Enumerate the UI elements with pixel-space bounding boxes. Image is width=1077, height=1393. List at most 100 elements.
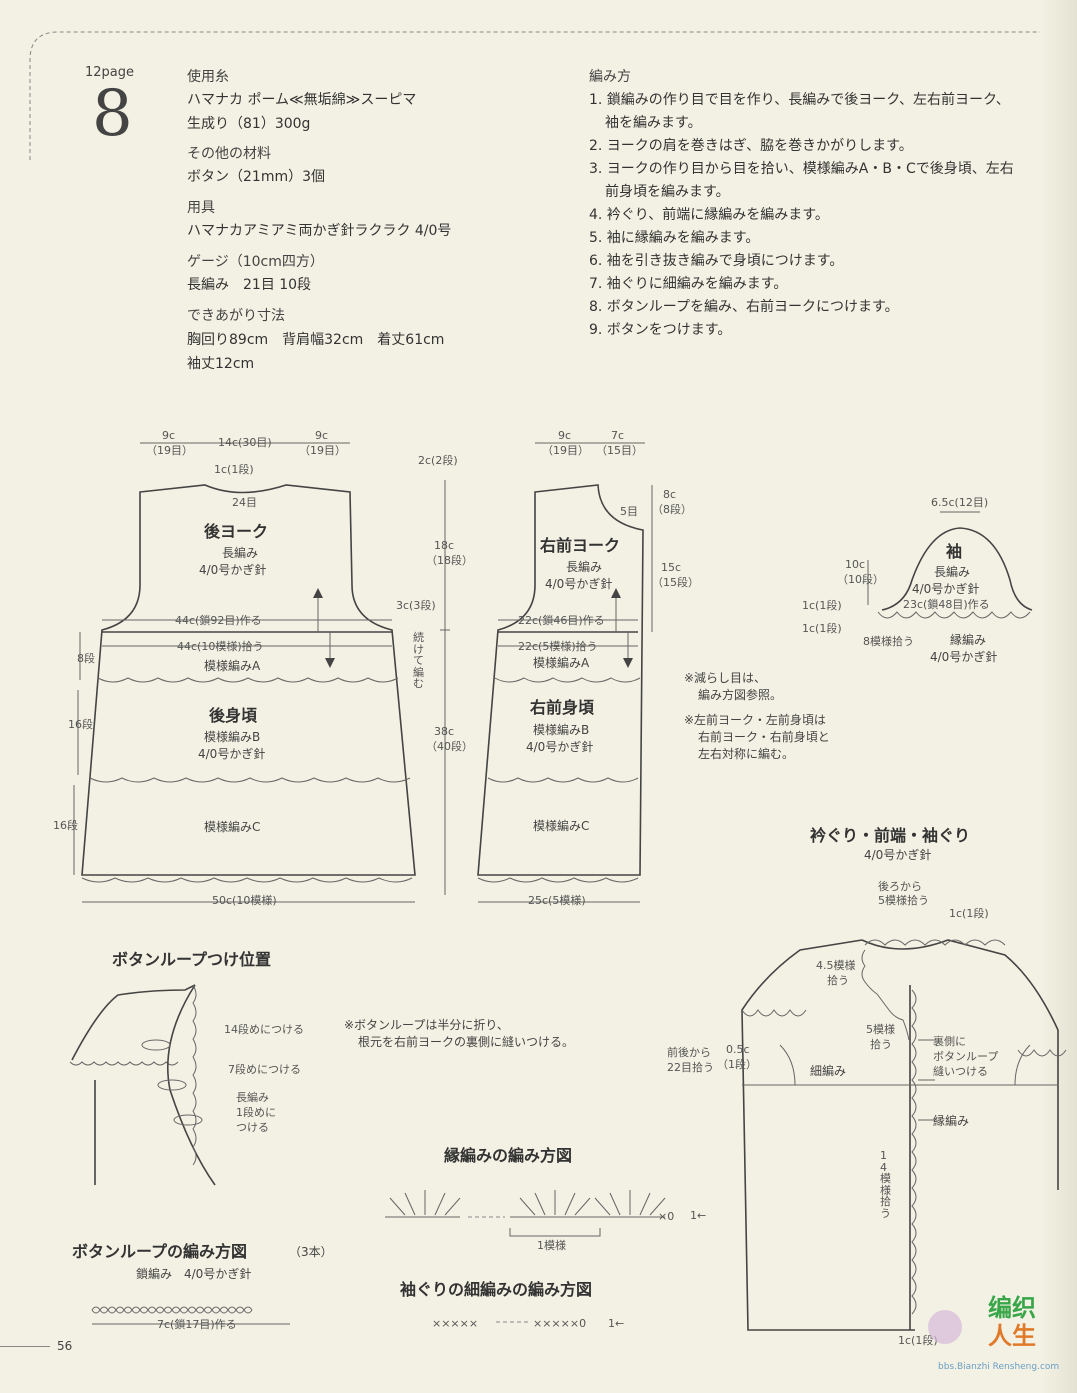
armhole-chart-title: 袖ぐりの細編みの編み方図 — [400, 1280, 593, 1299]
note-line: 裏側に — [933, 1035, 966, 1048]
note-line: 拾う — [870, 1038, 892, 1051]
watermark-line-2: 人生 — [988, 1322, 1036, 1350]
row-label: 1← — [690, 1209, 707, 1222]
back-piece-outline — [73, 442, 416, 903]
dim-label: 0.5c — [726, 1043, 750, 1056]
dim-label: （10段） — [837, 573, 884, 586]
dim-label: 10c — [845, 558, 866, 571]
gauge-heading: ゲージ（10cm四方） — [187, 254, 324, 270]
dim-label: 9c — [558, 429, 572, 442]
dim-label: 9c — [315, 429, 329, 442]
note-line: ※減らし目は、 — [684, 671, 767, 685]
footer-rule — [0, 1346, 50, 1347]
edge-chart-title: 縁編みの編み方図 — [444, 1146, 573, 1165]
hook-label: 4/0号かぎ針 — [912, 582, 980, 596]
page-spine-shadow — [1041, 0, 1077, 1393]
yarn-line-2: 生成り（81）300g — [187, 116, 311, 132]
dim-label: （8段） — [652, 503, 692, 516]
note-line: 7段めにつける — [228, 1063, 301, 1076]
dim-label: 24目 — [232, 496, 257, 509]
dim-label: 8c — [663, 488, 677, 501]
hook-label: 4/0号かぎ針 — [198, 747, 266, 761]
dim-label: 1c(1段) — [949, 907, 989, 920]
hook-label: 4/0号かぎ針 — [199, 563, 267, 577]
stitch-label: 細編み — [810, 1064, 847, 1078]
step-1b: 袖を編みます。 — [605, 115, 702, 131]
step-5: 5. 袖に縁編みを編みます。 — [589, 230, 760, 246]
back-body-title: 後身頃 — [209, 706, 258, 725]
page-number: 56 — [57, 1339, 73, 1353]
pattern-label: 模様編みB — [204, 730, 261, 744]
step-6: 6. 袖を引き抜き編みで身頃につけます。 — [589, 253, 844, 269]
loop-chart-title: ボタンループの編み方図 — [72, 1242, 248, 1261]
edge-label: 縁編み — [933, 1114, 970, 1128]
stitch-label: 長編み — [566, 560, 603, 574]
note-line: 右前ヨーク・右前身頃と — [698, 730, 830, 744]
watermark-url: bbs.Bianzhi Rensheng.com — [938, 1362, 1060, 1372]
row-label: 16段 — [53, 819, 78, 832]
size-heading: できあがり寸法 — [187, 308, 285, 324]
note-line: 14模様拾う — [880, 1149, 891, 1220]
dim-label: （15段） — [652, 576, 699, 589]
note-line: 5模様拾う — [878, 894, 929, 907]
pattern-label: 模様編みA — [533, 656, 590, 670]
dim-label: 1c(1段) — [214, 463, 254, 476]
stitch-symbol: ×0 — [658, 1210, 675, 1223]
dim-label: 1c(1段) — [802, 599, 842, 612]
dim-label: （1段） — [717, 1058, 757, 1071]
dim-label: 44c(10模様)拾う — [177, 640, 264, 653]
front-body-title: 右前身頃 — [530, 698, 595, 717]
size-line-2: 袖丈12cm — [187, 356, 255, 372]
step-3a: 3. ヨークの作り目から目を拾い、模様編みA・B・Cで後身頃、左右 — [589, 161, 1014, 177]
dim-label: （18段） — [426, 554, 473, 567]
pattern-number: 8 — [92, 77, 133, 151]
stitch-label: 長編み — [222, 546, 259, 560]
yarn-ball-icon — [928, 1310, 962, 1344]
stitch-label: 長編み — [934, 565, 971, 579]
dim-label: 2c(2段) — [418, 454, 458, 467]
note-line: ※左前ヨーク・左前身頃は — [684, 713, 826, 727]
edge-label: 縁編み — [950, 633, 987, 647]
dim-label: （19目） — [146, 444, 193, 457]
dim-label: 50c(10模様) — [212, 894, 277, 907]
dim-label: 3c(3段) — [396, 599, 436, 612]
stitch-label: 鎖編み 4/0号かぎ針 — [136, 1267, 252, 1281]
other-heading: その他の材料 — [187, 146, 271, 162]
note-line: 編み方図参照。 — [698, 688, 783, 702]
note-line: 左右対称に編む。 — [698, 747, 795, 761]
dim-label: 6.5c(12目) — [931, 496, 989, 509]
step-2: 2. ヨークの肩を巻きはぎ、脇を巻きかがりします。 — [589, 138, 913, 154]
back-yoke-title: 後ヨーク — [204, 522, 269, 541]
hook-label: 4/0号かぎ針 — [864, 848, 932, 862]
row-label: 8段 — [77, 652, 95, 665]
front-piece-outline — [477, 442, 653, 903]
hook-label: 4/0号かぎ針 — [930, 650, 998, 664]
dim-label: 15c — [661, 561, 682, 574]
note-line: 1段めに — [236, 1106, 276, 1119]
dim-label: 18c — [434, 539, 455, 552]
dim-label: 25c(5模様) — [528, 894, 586, 907]
note-line: 根元を右前ヨークの裏側に縫いつける。 — [358, 1035, 575, 1049]
note-line: 長編み — [236, 1091, 269, 1104]
pattern-label: 模様編みA — [204, 659, 261, 673]
button-loop-position-title: ボタンループつけ位置 — [112, 950, 272, 969]
dim-label: 7c(鎖17目)作る — [157, 1318, 237, 1331]
note-line: 4.5模様 — [816, 959, 856, 972]
edge-chart-symbols — [385, 1190, 666, 1237]
stitch-symbol: ×××××0 — [533, 1317, 587, 1330]
note-line: ※ボタンループは半分に折り、 — [344, 1018, 509, 1032]
tools-line-1: ハマナカアミアミ両かぎ針ラクラク 4/0号 — [187, 223, 452, 239]
sleeve-title: 袖 — [946, 542, 963, 561]
dim-label: 9c — [162, 429, 176, 442]
other-line-1: ボタン（21mm）3個 — [187, 169, 325, 185]
note-line: 14段めにつける — [224, 1023, 304, 1036]
page-reference: 12page — [85, 65, 135, 80]
pattern-label: 模様編みC — [204, 820, 261, 834]
dim-label: 1c(1段) — [802, 622, 842, 635]
dim-label: （40段） — [426, 740, 473, 753]
watermark-line-1: 编织 — [988, 1294, 1036, 1322]
stitch-symbol: ××××× — [432, 1317, 479, 1330]
hook-label: 4/0号かぎ針 — [526, 740, 594, 754]
dim-label: 7c — [611, 429, 625, 442]
